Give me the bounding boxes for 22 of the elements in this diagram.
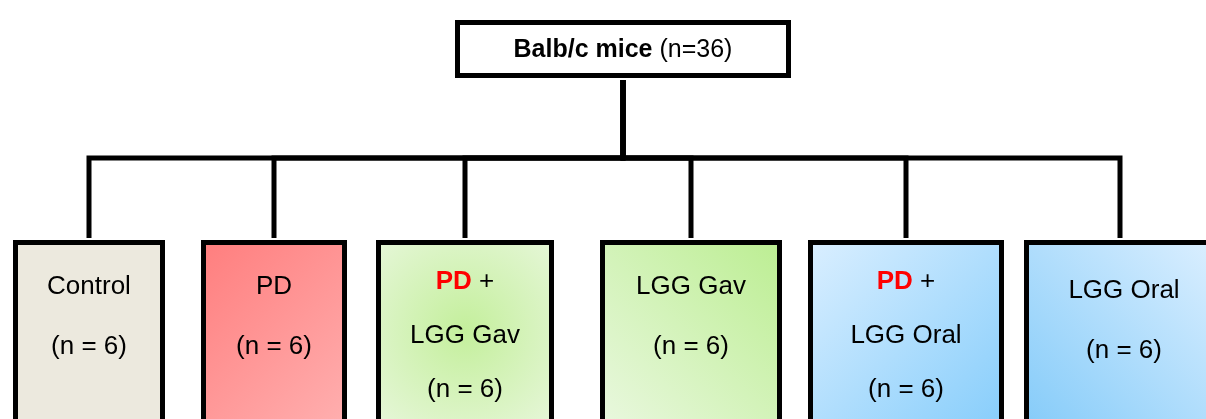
group-label: PD (255, 269, 293, 302)
group-box (808, 240, 1004, 419)
group-label: (n = 6) (1086, 333, 1162, 366)
group-label: PD + (435, 264, 495, 297)
group-label: (n = 6) (236, 329, 312, 362)
group-box (600, 240, 782, 419)
group-label: (n = 6) (51, 329, 127, 362)
group-box (201, 240, 347, 419)
group-label: (n = 6) (427, 372, 503, 405)
title-box (455, 20, 791, 78)
group-label: LGG Oral (850, 318, 962, 351)
group-label: (n = 6) (653, 329, 729, 362)
group-box (13, 240, 165, 419)
group-label: LGG Gav (410, 318, 520, 351)
group-label: LGG Gav (636, 269, 746, 302)
group-box (1024, 240, 1206, 419)
group-label: Balb/c mice (n=36) (513, 33, 733, 65)
group-label: (n = 6) (868, 372, 944, 405)
group-box (376, 240, 554, 419)
group-label: Control (47, 269, 131, 302)
group-label: PD + (876, 264, 936, 297)
group-label: LGG Oral (1068, 273, 1180, 306)
